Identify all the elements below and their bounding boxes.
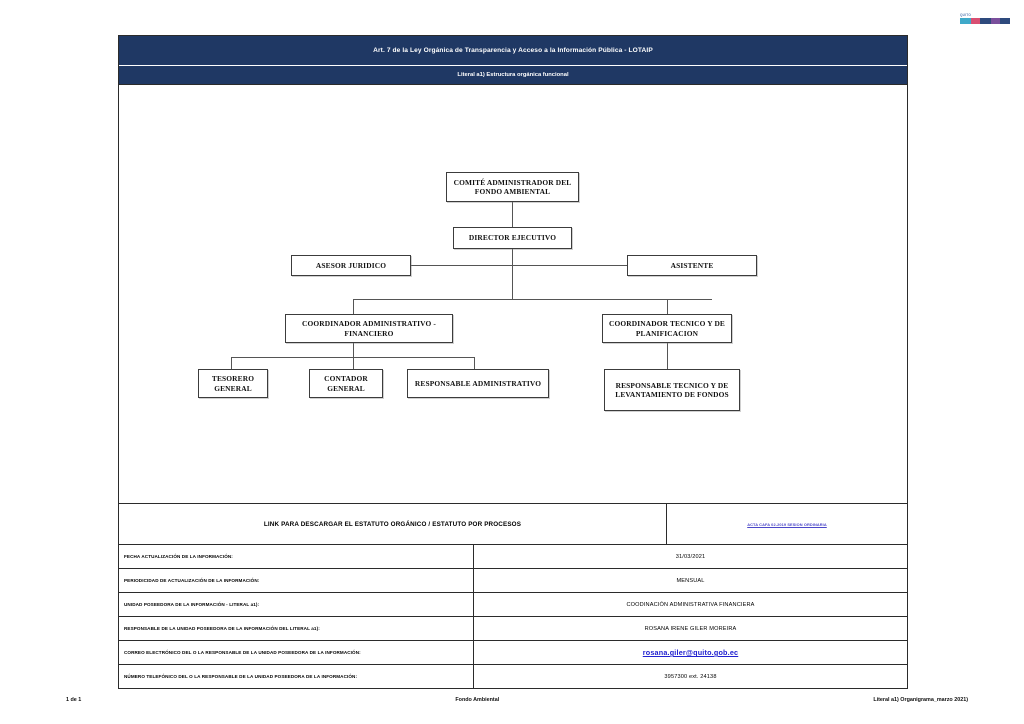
node-asistente[interactable]: ASISTENTE xyxy=(627,255,757,276)
lotaip-document: Art. 7 de la Ley Orgánica de Transparenc… xyxy=(118,35,908,689)
connector-coord-tec-to-resp xyxy=(667,343,668,369)
org-chart-canvas: COMITÉ ADMINISTRADOR DEL FONDO AMBIENTAL… xyxy=(119,85,907,503)
connector-comite-director xyxy=(512,202,513,227)
node-label: RESPONSABLE TECNICO Y DE LEVANTAMIENTO D… xyxy=(615,380,729,400)
node-tesorero-general[interactable]: TESORERO GENERAL xyxy=(198,369,268,398)
row-value: COODINACIÓN ADMINISTRATIVA FINANCIERA xyxy=(626,601,755,608)
connector-admin-to-tesorero xyxy=(231,357,232,369)
row-value: MENSUAL xyxy=(676,577,705,584)
footer-entity-name: Fondo Ambiental xyxy=(455,697,500,703)
row-label: UNIDAD POSEEDORA DE LA INFORMACIÓN - LIT… xyxy=(119,593,474,616)
row-value: ROSANA IRENE GILER MOREIRA xyxy=(644,625,737,632)
connector-staff-left xyxy=(394,265,513,266)
estatuto-link-label: LINK PARA DESCARGAR EL ESTATUTO ORGÁNICO… xyxy=(119,504,667,544)
estatuto-link-cell: ACTA CAFA 02-2019 SESION ORDINARIA xyxy=(667,504,907,544)
table-row: PERIODICIDAD DE ACTUALIZACIÓN DE LA INFO… xyxy=(119,569,907,593)
estatuto-download-link[interactable]: ACTA CAFA 02-2019 SESION ORDINARIA xyxy=(747,521,827,527)
connector-admin-to-contador xyxy=(353,357,354,369)
row-value: rosana.giler@quito.gob.ec xyxy=(474,641,907,664)
table-row: RESPONSABLE DE LA UNIDAD POSEEDORA DE LA… xyxy=(119,617,907,641)
logo-color-bar xyxy=(960,17,1010,24)
table-row: NÚMERO TELEFÓNICO DEL O LA RESPONSABLE D… xyxy=(119,665,907,688)
table-row: CORREO ELECTRÓNICO DEL O LA RESPONSABLE … xyxy=(119,641,907,665)
node-coordinador-administrativo-financiero[interactable]: COORDINADOR ADMINISTRATIVO - FINANCIERO xyxy=(285,314,453,343)
connector-bus-to-coord-tec xyxy=(667,299,668,314)
connector-coord-admin-down xyxy=(353,343,354,357)
node-label: TESORERO GENERAL xyxy=(211,374,255,393)
node-responsable-tecnico-levantamiento-fondos[interactable]: RESPONSABLE TECNICO Y DE LEVANTAMIENTO D… xyxy=(604,369,740,411)
node-label: COORDINADOR TECNICO Y DE PLANIFICACION xyxy=(608,319,726,338)
row-label: FECHA ACTUALIZACIÓN DE LA INFORMACIÓN: xyxy=(119,545,474,568)
connector-staff-right xyxy=(512,265,645,266)
node-asesor-juridico[interactable]: ASESOR JURIDICO xyxy=(291,255,411,276)
node-label: ASESOR JURIDICO xyxy=(315,260,387,270)
responsable-email-link[interactable]: rosana.giler@quito.gob.ec xyxy=(642,648,739,657)
node-label: DIRECTOR EJECUTIVO xyxy=(468,233,557,243)
node-coordinador-tecnico-planificacion[interactable]: COORDINADOR TECNICO Y DE PLANIFICACION xyxy=(602,314,732,343)
node-director-ejecutivo[interactable]: DIRECTOR EJECUTIVO xyxy=(453,227,572,249)
connector-bus-to-coord-admin xyxy=(353,299,354,314)
node-label: COORDINADOR ADMINISTRATIVO - FINANCIERO xyxy=(301,319,437,338)
node-label: COMITÉ ADMINISTRADOR DEL FONDO AMBIENTAL xyxy=(453,177,572,197)
page-footer: 1 de 1 Fondo Ambiental Literal a1) Organ… xyxy=(66,697,968,703)
node-comite-administrador[interactable]: COMITÉ ADMINISTRADOR DEL FONDO AMBIENTAL xyxy=(446,172,579,202)
org-chart: COMITÉ ADMINISTRADOR DEL FONDO AMBIENTAL… xyxy=(119,85,907,504)
connector-admin-bus xyxy=(231,357,474,358)
connector-admin-to-resp-admin xyxy=(474,357,475,369)
ambiente-logo: QUITO xyxy=(960,10,1012,26)
node-contador-general[interactable]: CONTADOR GENERAL xyxy=(309,369,383,398)
row-label: PERIODICIDAD DE ACTUALIZACIÓN DE LA INFO… xyxy=(119,569,474,592)
footer-page-number: 1 de 1 xyxy=(66,697,82,703)
node-label: RESPONSABLE ADMINISTRATIVO xyxy=(414,378,542,388)
node-label: ASISTENTE xyxy=(670,260,714,270)
footer-document-name: Literal a1) Organigrama_marzo 2021) xyxy=(873,697,968,703)
estatuto-link-row: LINK PARA DESCARGAR EL ESTATUTO ORGÁNICO… xyxy=(119,504,907,545)
row-label: NÚMERO TELEFÓNICO DEL O LA RESPONSABLE D… xyxy=(119,665,474,688)
document-header-title: Art. 7 de la Ley Orgánica de Transparenc… xyxy=(119,36,907,66)
table-row: FECHA ACTUALIZACIÓN DE LA INFORMACIÓN: 3… xyxy=(119,545,907,569)
table-row: UNIDAD POSEEDORA DE LA INFORMACIÓN - LIT… xyxy=(119,593,907,617)
logo-wordmark: QUITO xyxy=(960,12,972,17)
row-value: 31/03/2021 xyxy=(675,553,706,560)
document-header-subtitle: Literal a1) Estructura orgánica funciona… xyxy=(119,66,907,85)
connector-director-spine xyxy=(512,249,513,299)
row-value: 3957300 ext. 24138 xyxy=(664,673,717,680)
row-label: RESPONSABLE DE LA UNIDAD POSEEDORA DE LA… xyxy=(119,617,474,640)
connector-coordinators-bus xyxy=(353,299,712,300)
node-responsable-administrativo[interactable]: RESPONSABLE ADMINISTRATIVO xyxy=(407,369,549,398)
row-label: CORREO ELECTRÓNICO DEL O LA RESPONSABLE … xyxy=(119,641,474,664)
node-label: CONTADOR GENERAL xyxy=(324,374,368,393)
